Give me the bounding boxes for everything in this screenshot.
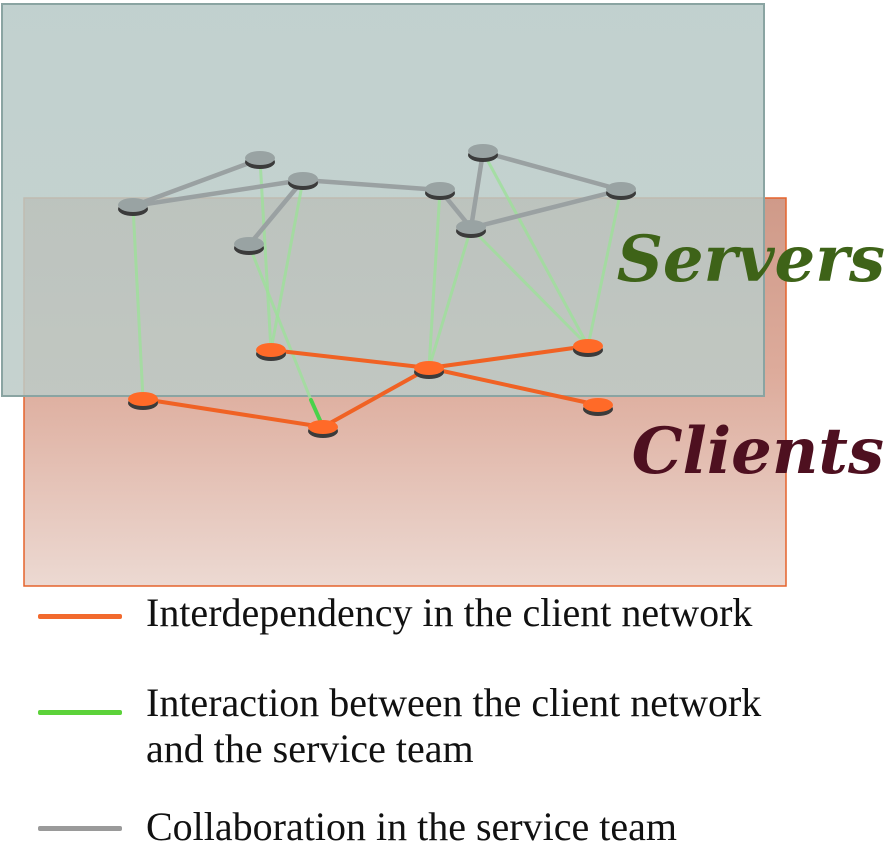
- collaboration-edge: [468, 149, 486, 231]
- network-diagram: Servers Clients: [1, 3, 885, 587]
- server-node: [606, 182, 636, 200]
- server-node: [245, 151, 275, 169]
- client-node: [128, 392, 158, 410]
- interaction-edges: [131, 150, 623, 429]
- legend-line-gray: [38, 826, 122, 831]
- collaboration-edge: [300, 177, 443, 193]
- servers-layer: [1, 3, 765, 397]
- interdependency-edges: [141, 344, 600, 429]
- collaboration-edge: [468, 187, 624, 231]
- client-node: [414, 361, 444, 379]
- server-node: [456, 220, 486, 238]
- interaction-edge: [427, 226, 473, 370]
- server-node: [234, 237, 264, 255]
- servers-label: Servers: [617, 222, 885, 297]
- collaboration-edge: [130, 177, 306, 209]
- server-node: [288, 172, 318, 190]
- client-node: [308, 420, 338, 438]
- interaction-edge: [131, 204, 145, 401]
- server-nodes: [118, 144, 636, 255]
- collaboration-edge: [246, 177, 306, 248]
- legend-line-green: [38, 710, 122, 715]
- client-node: [583, 398, 613, 416]
- legend-text-interaction: Interaction between the client network a…: [146, 680, 762, 771]
- client-node: [573, 339, 603, 357]
- legend-line-orange: [38, 614, 122, 619]
- collaboration-edges: [130, 149, 624, 248]
- interaction-edge: [586, 188, 623, 348]
- server-node: [118, 198, 148, 216]
- interaction-edge: [427, 188, 442, 370]
- clients-label: Clients: [632, 414, 884, 489]
- interaction-edge: [481, 150, 590, 348]
- client-node: [256, 343, 286, 361]
- interdependency-edge: [141, 397, 325, 429]
- interdependency-edge: [321, 366, 431, 429]
- interdependency-edge: [269, 348, 431, 370]
- legend-text-interdependency: Interdependency in the client network: [146, 590, 753, 635]
- interaction-edge: [247, 243, 313, 402]
- collaboration-edge: [130, 156, 263, 209]
- interaction-edge: [258, 157, 273, 352]
- interdependency-edge: [427, 366, 600, 407]
- collaboration-edge: [480, 149, 624, 193]
- interdependency-edge: [427, 344, 590, 370]
- interaction-edge: [469, 226, 590, 348]
- legend-text-collaboration: Collaboration in the service team: [146, 804, 677, 849]
- client-nodes: [128, 339, 613, 438]
- server-node: [425, 182, 455, 200]
- interaction-edge: [269, 178, 305, 352]
- server-node: [468, 144, 498, 162]
